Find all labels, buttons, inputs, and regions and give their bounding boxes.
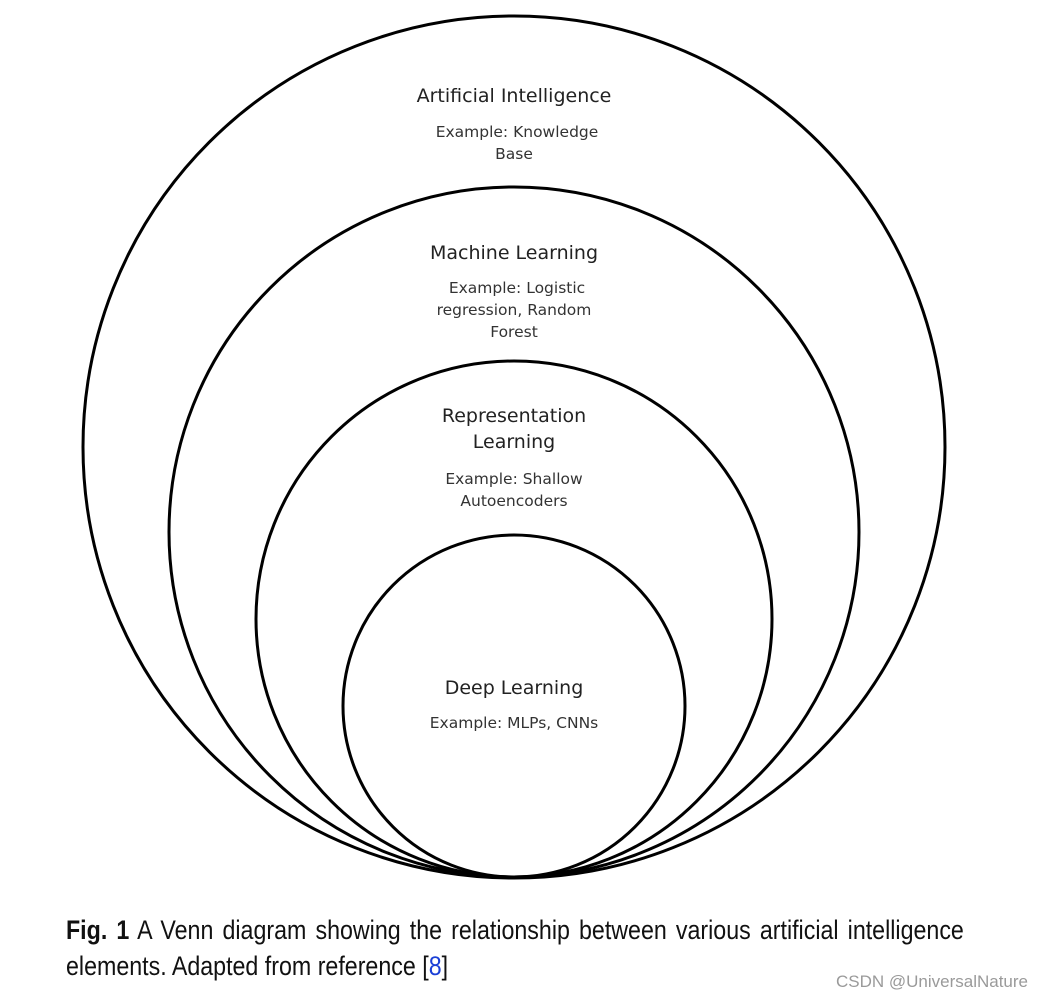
- ai-example-line-2: Base: [495, 145, 533, 163]
- ml-example-line-3: Forest: [490, 323, 538, 341]
- figure-caption: Fig. 1 A Venn diagram showing the relati…: [66, 912, 964, 984]
- ml-example-line-2: regression, Random: [437, 301, 592, 319]
- ml-title: Machine Learning: [430, 242, 598, 264]
- rl-example-line-1: Example: Shallow: [445, 470, 583, 488]
- caption-text-end: ]: [441, 951, 449, 981]
- reference-link[interactable]: 8: [428, 951, 442, 981]
- rl-example-line-2: Autoencoders: [460, 492, 567, 510]
- rl-title-line-2: Learning: [473, 431, 556, 453]
- ai-title: Artificial Intelligence: [417, 85, 612, 107]
- venn-diagram: Artificial Intelligence Example: Knowled…: [81, 14, 947, 880]
- figure-label: Fig. 1: [66, 915, 130, 945]
- deep-learning-circle: [341, 533, 687, 879]
- dl-title: Deep Learning: [445, 677, 584, 699]
- ml-example-line-1: Example: Logistic: [449, 279, 585, 297]
- dl-example: Example: MLPs, CNNs: [430, 714, 599, 732]
- caption-text: A Venn diagram showing the relationship …: [66, 915, 964, 981]
- ai-example-line-1: Example: Knowledge: [436, 123, 599, 141]
- watermark: CSDN @UniversalNature: [835, 972, 1028, 991]
- rl-title-line-1: Representation: [442, 405, 586, 427]
